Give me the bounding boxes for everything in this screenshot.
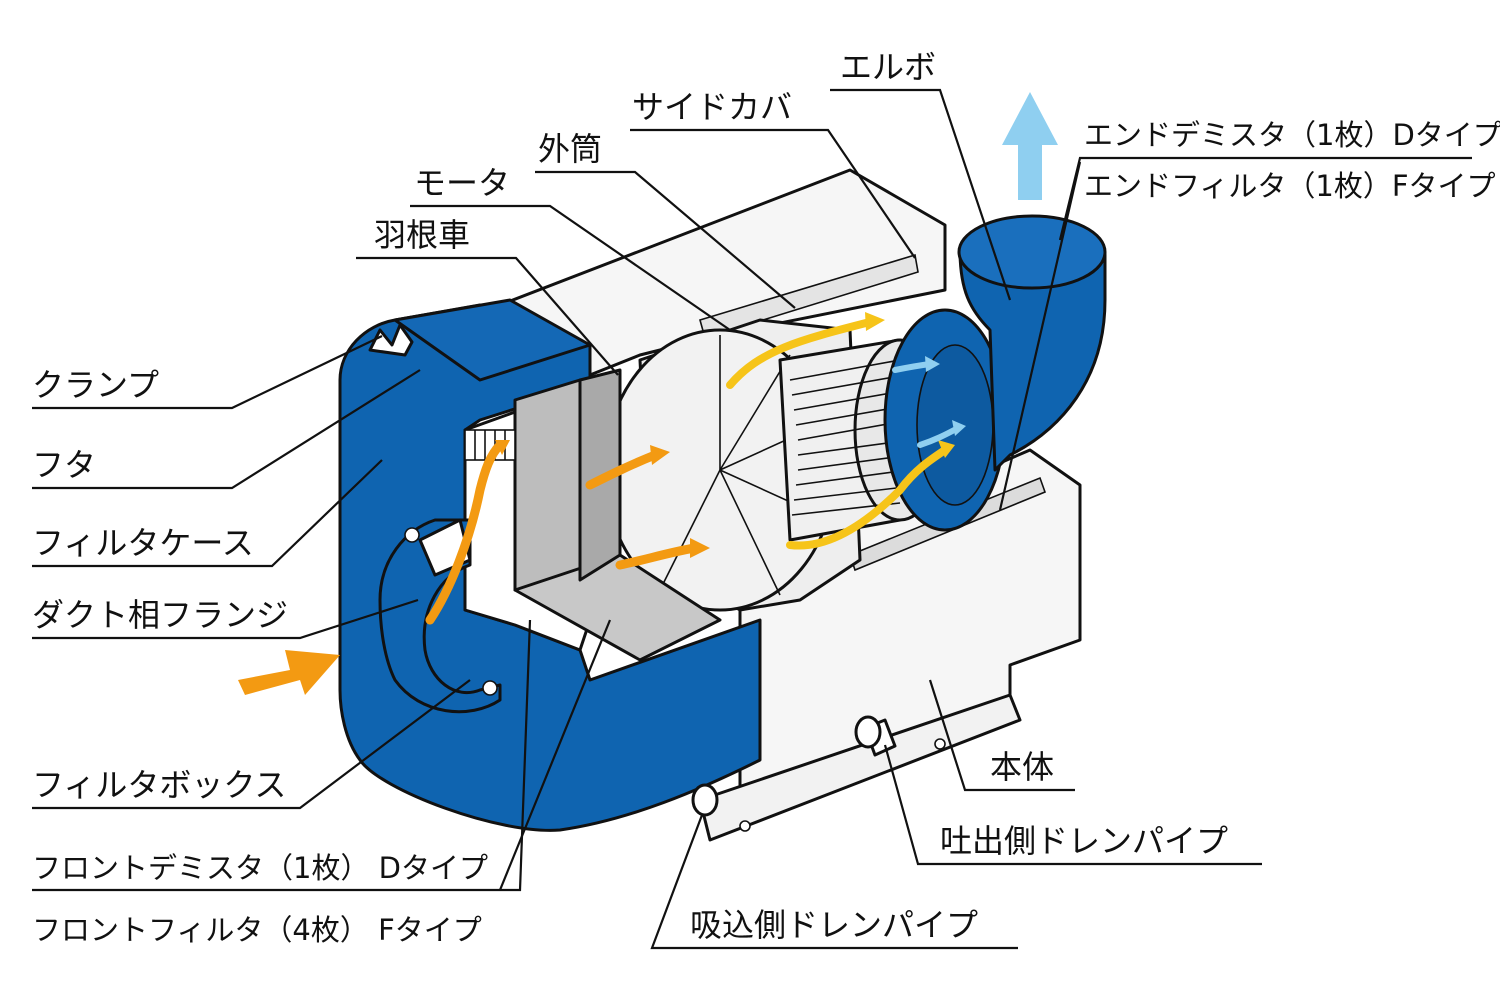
- leader-filter-case: [32, 459, 383, 568]
- front-filter-side: [578, 368, 622, 582]
- leader-body: [928, 679, 1075, 792]
- label-outlet-drain: 吐出側ドレンパイプ: [940, 822, 1228, 860]
- leader-elbow: [830, 88, 1012, 301]
- label-filter-case: フィルタケース: [32, 524, 254, 562]
- label-lid: フタ: [32, 446, 96, 484]
- leader-end-filter: [998, 161, 1082, 511]
- label-filter-box: フィルタボックス: [32, 766, 286, 804]
- clamp: [368, 323, 414, 357]
- label-end-filter: エンドフィルタ（1枚）Fタイプ: [1084, 169, 1496, 203]
- base-bolt-hole-2: [934, 738, 946, 750]
- leader-outer-cylinder: [535, 170, 796, 309]
- label-motor: モータ: [414, 164, 510, 202]
- label-front-filter: フロントフィルタ（4枚） Fタイプ: [32, 913, 482, 947]
- elbow-mouth: [957, 214, 1107, 290]
- duct-flange: [378, 518, 502, 714]
- leader-lines: [32, 88, 1472, 950]
- leader-motor: [410, 204, 731, 331]
- leader-lid: [32, 369, 421, 490]
- leader-clamp: [32, 335, 383, 410]
- label-body: 本体: [990, 748, 1054, 786]
- label-front-demister: フロントデミスタ（1枚） Dタイプ: [32, 851, 488, 885]
- label-inlet-drain: 吸込側ドレンパイプ: [690, 906, 978, 944]
- body-base-frame: [698, 693, 1022, 842]
- leader-inlet-drain: [650, 814, 1018, 950]
- leader-front-filter: [498, 619, 612, 891]
- label-end-demister: エンドデミスタ（1枚）Dタイプ: [1084, 118, 1500, 152]
- leader-impeller: [356, 256, 619, 376]
- flange-bolt-2: [482, 680, 498, 696]
- base-bolt-hole: [739, 820, 751, 832]
- leader-outlet-drain: [883, 744, 1262, 866]
- label-outer-cylinder: 外筒: [538, 130, 602, 168]
- front-filter-panel: [513, 378, 582, 592]
- label-clamp: クランプ: [32, 366, 159, 404]
- label-impeller: 羽根車: [374, 216, 470, 254]
- outlet-drain-pipe: [854, 715, 897, 757]
- label-elbow: エルボ: [840, 48, 936, 86]
- lid: [393, 298, 592, 382]
- side-cover-housing: [498, 168, 947, 377]
- flange-bolt: [404, 527, 420, 543]
- label-duct-flange: ダクト相フランジ: [32, 596, 288, 634]
- exhaust-arrow: [1002, 92, 1058, 200]
- label-side-cover: サイドカバ: [632, 88, 792, 126]
- leader-side-cover: [630, 128, 916, 259]
- leader-duct-flange: [32, 598, 419, 640]
- labels: エルボ サイドカバ 外筒 モータ 羽根車 エンドデミスタ（1枚）Dタイプ エンド…: [32, 48, 1500, 947]
- leader-end-demister: [1058, 156, 1472, 241]
- intake-arrow: [238, 650, 340, 695]
- leader-filter-box: [32, 679, 471, 810]
- inlet-drain-pipe: [691, 783, 719, 817]
- internal-flow-arrows: [425, 312, 966, 625]
- leader-front-demister: [32, 619, 532, 892]
